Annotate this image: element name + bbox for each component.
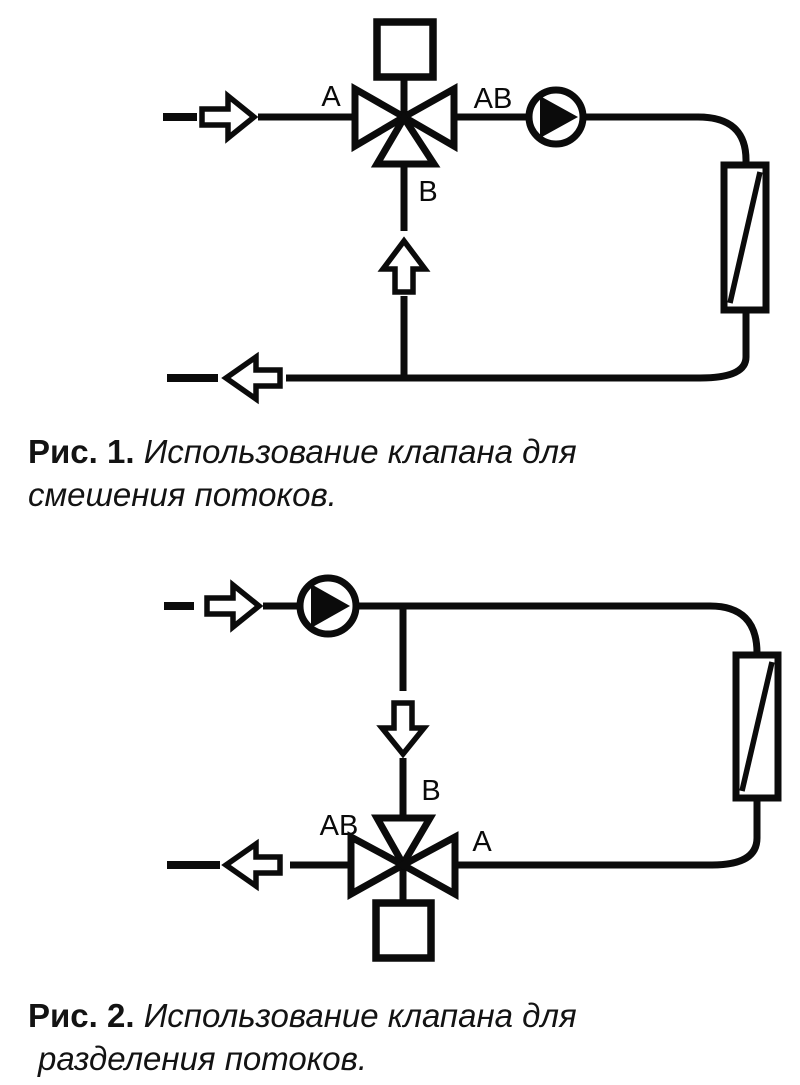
fig2-valve-port-b-triangle xyxy=(371,814,437,872)
figure2-diagram: AB B A xyxy=(164,574,782,962)
fig1-valve-port-a-triangle xyxy=(351,82,411,153)
figure2-caption-number: Рис. 2. xyxy=(28,997,135,1034)
fig1-port-a-label: A xyxy=(321,81,341,113)
fig2-port-ab-label: AB xyxy=(320,810,359,842)
fig1-flow-in-arrow-icon xyxy=(199,90,259,144)
fig1-flow-out-arrow-icon xyxy=(221,351,283,405)
fig2-flow-out-arrow-icon xyxy=(221,838,283,892)
fig2-valve-port-ab-triangle xyxy=(347,831,411,900)
figure1-caption-line1: Использование клапана для xyxy=(143,433,577,470)
fig2-flow-down-arrow-icon xyxy=(376,700,430,759)
fig1-flow-up-arrow-icon xyxy=(377,236,431,295)
figure1-diagram: A AB B xyxy=(163,18,770,405)
figure1-caption-number: Рис. 1. xyxy=(28,433,135,470)
fig1-radiator-diagonal xyxy=(727,171,763,304)
fig1-pipe-loop xyxy=(286,113,750,382)
fig1-pump-rotor xyxy=(540,96,578,138)
figure2-caption: Рис. 2. Использование клапана для раздел… xyxy=(28,994,772,1080)
fig1-actuator-box-icon xyxy=(373,18,437,81)
fig1-valve-port-b-triangle xyxy=(370,111,441,168)
fig1-port-ab-label: AB xyxy=(474,83,513,115)
figure1-caption-line2: смешения потоков. xyxy=(28,476,337,513)
fig2-pump-rotor xyxy=(311,584,350,628)
fig2-valve-port-a-triangle xyxy=(395,831,459,900)
fig2-flow-in-arrow-icon xyxy=(204,579,264,633)
figure2-caption-line2: разделения потоков. xyxy=(38,1040,368,1077)
figure2-caption-line1: Использование клапана для xyxy=(143,997,577,1034)
fig2-radiator-diagonal xyxy=(739,661,775,792)
fig1-valve-port-ab-triangle xyxy=(396,83,458,153)
fig2-actuator-box-icon xyxy=(372,899,435,962)
fig2-port-b-label: B xyxy=(421,775,440,807)
fig1-port-b-label: B xyxy=(418,176,437,208)
fig2-port-a-label: A xyxy=(472,826,492,858)
figure1-caption: Рис. 1. Использование клапана для смешен… xyxy=(28,430,772,516)
